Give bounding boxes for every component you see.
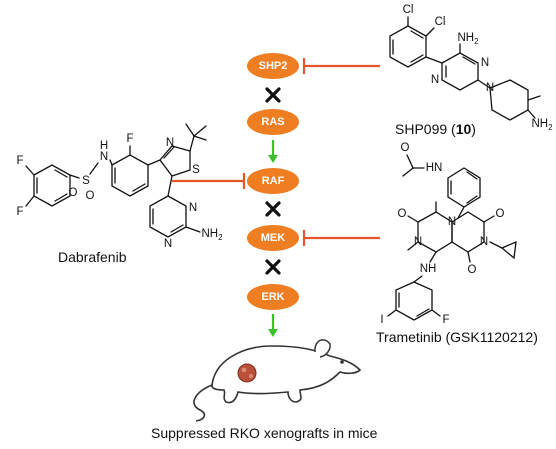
dabrafenib-s-thiazole: S bbox=[192, 164, 200, 176]
inhibition-shp099 bbox=[302, 58, 380, 74]
trametinib-hn: HN bbox=[426, 162, 443, 174]
node-raf-label: RAF bbox=[262, 175, 285, 187]
outcome-caption: Suppressed RKO xenografts in mice bbox=[151, 425, 378, 441]
trametinib-o-acetyl: O bbox=[401, 142, 410, 154]
block-x-raf-mek bbox=[265, 201, 281, 217]
mouse-illustration bbox=[193, 339, 362, 422]
node-shp2-shape bbox=[247, 53, 299, 79]
mouse-tail bbox=[193, 384, 213, 422]
trametinib-name: Trametinib (GSK1120212) bbox=[376, 329, 538, 345]
block-x-mek-erk bbox=[265, 259, 281, 275]
mouse-body bbox=[211, 345, 362, 404]
shp099-cl-2: Cl bbox=[435, 16, 446, 28]
trametinib-o-3: O bbox=[468, 264, 477, 276]
dabrafenib-n-pyr-1: N bbox=[189, 202, 197, 214]
inhibition-trametinib bbox=[302, 230, 380, 246]
node-mek-label: MEK bbox=[261, 232, 286, 244]
trametinib-f: F bbox=[442, 314, 449, 326]
shp099-name: SHP099 (10) bbox=[395, 121, 476, 137]
pathway: SHP2 RAS RAF MEK ERK bbox=[247, 53, 299, 337]
node-ras-label: RAS bbox=[261, 116, 284, 128]
node-erk-label: ERK bbox=[261, 291, 284, 303]
dabrafenib-o-2: O bbox=[86, 190, 95, 202]
block-x-shp2-ras bbox=[265, 87, 281, 103]
shp099-n-1: N bbox=[431, 74, 439, 86]
shp099-n-3: N bbox=[486, 82, 494, 94]
node-erk-shape bbox=[247, 284, 299, 310]
dabrafenib-n-thiazole: N bbox=[166, 137, 174, 149]
shp099-n-2: N bbox=[481, 57, 489, 69]
node-raf: RAF bbox=[247, 168, 299, 194]
shp099-nh2-1: NH2 bbox=[457, 32, 479, 46]
node-shp2-label: SHP2 bbox=[259, 60, 288, 72]
dabrafenib-nh: N bbox=[100, 151, 108, 163]
arrow-ras-raf bbox=[268, 140, 278, 163]
shp099-nh2-2: NH2 bbox=[531, 118, 553, 132]
node-ras: RAS bbox=[247, 109, 299, 135]
trametinib-o-1: O bbox=[398, 208, 407, 220]
arrow-erk-mouse bbox=[268, 314, 278, 337]
node-shp2: SHP2 bbox=[247, 53, 299, 79]
node-raf-shape bbox=[247, 168, 299, 194]
trametinib-structure: O HN N N N O O O NH I F bbox=[376, 142, 538, 345]
dabrafenib-name: Dabrafenib bbox=[58, 249, 127, 265]
trametinib-nh: NH bbox=[420, 263, 437, 275]
dabrafenib-structure: F F S O O N H F N S N N NH2 bbox=[16, 123, 223, 265]
dabrafenib-n-pyr-2: N bbox=[164, 238, 172, 250]
dabrafenib-h: H bbox=[100, 140, 108, 152]
trametinib-o-2: O bbox=[496, 208, 505, 220]
shp099-cl-1: Cl bbox=[403, 4, 414, 16]
dabrafenib-s: S bbox=[82, 175, 90, 187]
node-mek-shape bbox=[247, 225, 299, 251]
dabrafenib-f-2: F bbox=[16, 206, 23, 218]
mouse-eye bbox=[340, 360, 344, 364]
dabrafenib-f-1: F bbox=[16, 155, 23, 167]
node-erk: ERK bbox=[247, 284, 299, 310]
trametinib-n-2: N bbox=[480, 236, 488, 248]
dabrafenib-o-1: O bbox=[69, 187, 78, 199]
mouse-tumor bbox=[237, 363, 257, 383]
trametinib-i: I bbox=[380, 314, 383, 326]
inhibition-dabrafenib bbox=[172, 173, 246, 189]
shp099-structure: Cl Cl NH2 N N N NH2 SHP099 (10) bbox=[389, 4, 553, 137]
dabrafenib-nh2: NH2 bbox=[201, 228, 223, 242]
mouse-ear bbox=[314, 339, 331, 358]
dabrafenib-f-3: F bbox=[126, 133, 133, 145]
trametinib-n-1: N bbox=[448, 216, 456, 228]
node-ras-shape bbox=[247, 109, 299, 135]
node-mek: MEK bbox=[247, 225, 299, 251]
